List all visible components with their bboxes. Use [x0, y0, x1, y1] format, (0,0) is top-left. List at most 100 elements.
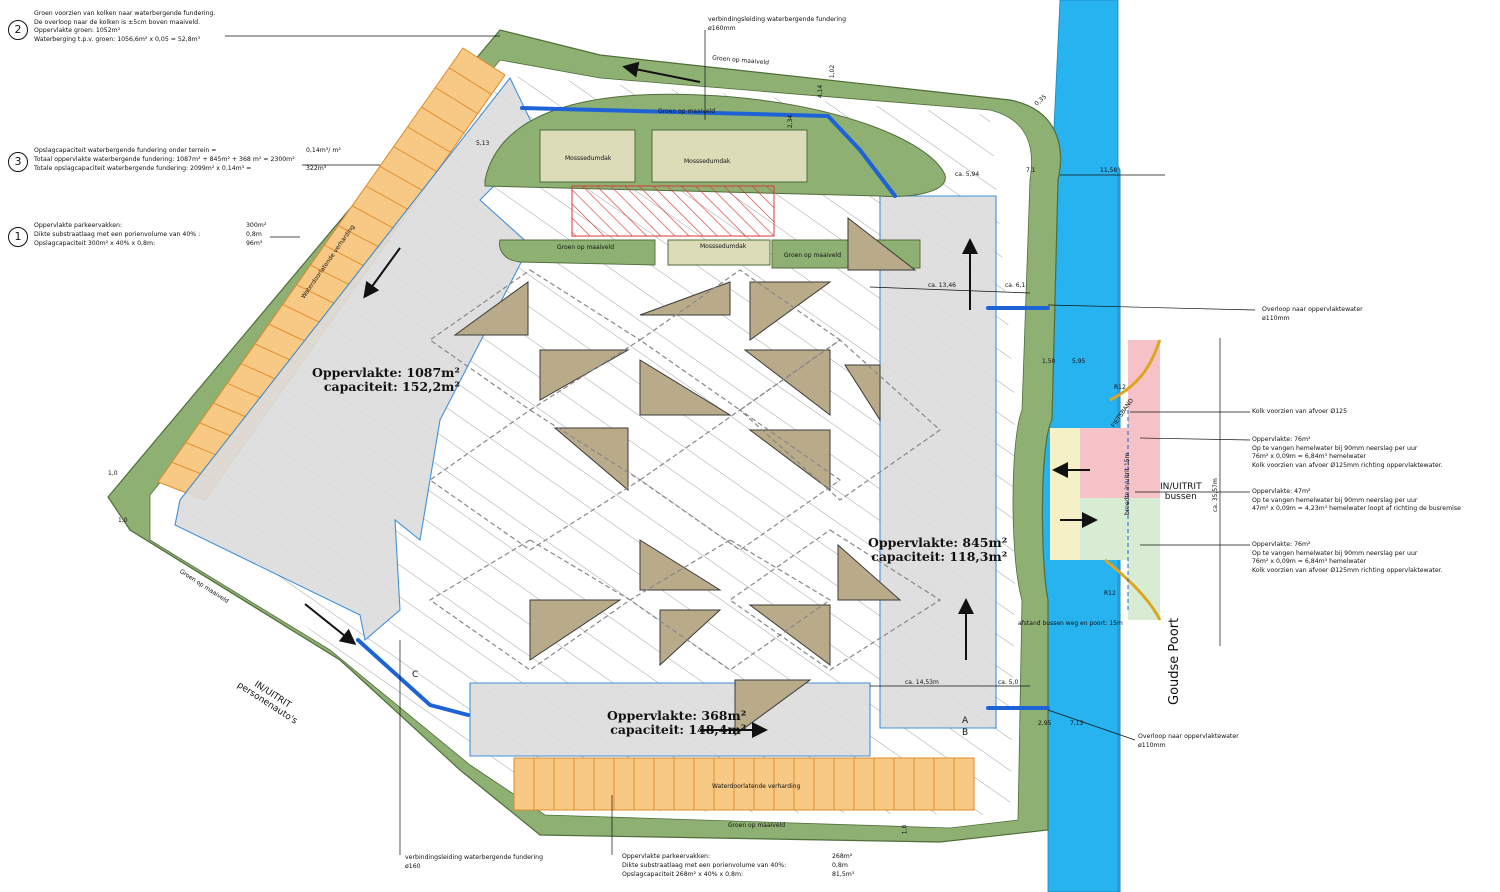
- note-3-value: 0,14m³/ m²: [306, 147, 341, 154]
- drainage-pipes: [356, 106, 1050, 717]
- moss-label-a: Mosssedumdak: [565, 155, 612, 162]
- section-marker: C: [412, 670, 419, 680]
- note-bottom-parking: Oppervlakte parkeervakken: 268m² Dikte s…: [622, 853, 882, 881]
- note-overflow-bottom: Overloop naar oppervlaktewater ø110mm: [1138, 733, 1239, 750]
- note-line: ø160mm: [708, 24, 736, 32]
- note-value: 0,8m: [832, 862, 848, 869]
- dim-label: R12: [1104, 590, 1116, 597]
- dim-label: 1,0: [901, 824, 909, 835]
- dim-label: 7,13: [1070, 720, 1084, 727]
- zone-1087-label: Oppervlakte: 1087m² capaciteit: 152,2m²: [312, 366, 460, 394]
- note-value: 81,5m³: [832, 871, 855, 878]
- note-line: 47m² x 0,09m = 4,23m³ hemelwater loopt a…: [1252, 505, 1461, 513]
- note-2-marker: 2: [8, 20, 28, 40]
- tree-planter: [748, 429, 831, 491]
- moss-roof-b: [651, 129, 808, 183]
- note-line: Kolk voorzien van afvoer Ø125: [1252, 408, 1347, 415]
- parking-stall-divider: [393, 146, 438, 172]
- note-overflow-top: Overloop naar oppervlaktewater ø110mm: [1262, 306, 1363, 323]
- zone-845-surface: [879, 195, 997, 729]
- bottom-parking-strip: [513, 757, 975, 811]
- note-line: Overloop naar oppervlaktewater: [1262, 306, 1363, 313]
- note-3-line: Totaal oppervlakte waterbergende funderi…: [34, 156, 295, 163]
- note-3: Opslagcapaciteit waterbergende fundering…: [34, 147, 354, 175]
- note-1-marker: 1: [8, 227, 28, 247]
- note-1: Oppervlakte parkeervakken: 300m² Dikte s…: [34, 222, 274, 250]
- note-line: 76m² x 0,09m = 6,84m³ hemelwater: [1252, 558, 1367, 566]
- note-line: Oppervlakte parkeervakken:: [622, 853, 711, 860]
- note-line: Opslagcapaciteit 268m² x 40% x 0,8m:: [622, 871, 744, 878]
- note-2-line: Oppervlakte groen: 1052m²: [34, 27, 121, 35]
- note-1-value: 96m³: [246, 240, 263, 247]
- note-1-value: 0,8m: [246, 231, 262, 238]
- parking-stall-divider: [338, 225, 383, 250]
- zone-line: capaciteit: 148,4m²: [610, 722, 747, 737]
- zone-line: capaciteit: 152,2m²: [323, 379, 460, 394]
- green-label-mid: Groen op maaiveld: [557, 244, 615, 251]
- moss-label-c: Mosssedumdak: [700, 243, 747, 250]
- dim-label: ca. 14,53m: [905, 679, 939, 686]
- green-label-bottom: Groen op maaiveld: [728, 822, 786, 829]
- afstand-label: afstand bussen weg en poort: 15m: [1018, 620, 1123, 627]
- note-1-line: Dikte substraatlaag met een porienvolume…: [34, 231, 201, 238]
- note-2-line: De overloop naar de kolken is ±5cm boven…: [34, 18, 201, 26]
- tree-planter: [659, 609, 722, 667]
- planting-grid-guide: [428, 409, 642, 551]
- planting-grid-guide: [728, 529, 942, 671]
- note-area-76-a: Oppervlakte: 76m² Op te vangen hemelwate…: [1252, 436, 1443, 470]
- bus-entrance: [1050, 339, 1162, 621]
- zone-845-label: Oppervlakte: 845m² capaciteit: 118,3m²: [868, 536, 1007, 564]
- note-2-line: Waterberging t.p.v. groen: 1056,6m² x 0,…: [34, 35, 201, 43]
- note-line: Kolk voorzien van afvoer Ø125mm richting…: [1252, 566, 1443, 574]
- zone-line: Oppervlakte: 368m²: [607, 708, 747, 723]
- note-value: 268m²: [832, 853, 853, 860]
- planting-grid-guide: [638, 409, 842, 551]
- dim-label: 1,0: [108, 470, 118, 477]
- parking-stall-divider: [379, 165, 424, 192]
- tree-planter: [847, 216, 917, 271]
- parking-stall-divider: [448, 67, 492, 95]
- parking-stall-divider: [365, 185, 410, 211]
- moss-label-b: Mosssedumdak: [684, 158, 731, 165]
- note-2: Groen voorzien van kolken naar waterberg…: [34, 10, 215, 44]
- dim-label: 2,34: [787, 114, 795, 129]
- note-3-line: Totale opslagcapaciteit waterbergende fu…: [34, 165, 252, 172]
- zone-368-label: Oppervlakte: 368m² capaciteit: 148,4m²: [607, 709, 746, 737]
- tree-planter: [837, 543, 902, 601]
- section-marker: A: [962, 716, 969, 726]
- moss-roof-c: [667, 239, 771, 266]
- tree-planter: [734, 679, 812, 736]
- note-line: ø110mm: [1262, 314, 1290, 322]
- note-1-value: 300m²: [246, 222, 267, 229]
- wd-label-bottom: Waterdoorlatende verharding: [712, 783, 801, 790]
- dim-label: 1,0: [118, 517, 128, 524]
- parking-stall-divider: [310, 264, 356, 288]
- note-line: verbindingsleiding waterbergende funderi…: [708, 16, 847, 23]
- dim-label: R12: [1114, 384, 1126, 391]
- note-line: Oppervlakte: 76m²: [1252, 541, 1311, 548]
- note-line: Overloop naar oppervlaktewater: [1138, 733, 1239, 740]
- tree-planter: [743, 349, 831, 417]
- note-1-line: Opslagcapaciteit 300m² x 40% x 0,8m:: [34, 240, 156, 247]
- dim-label: 7,1: [1026, 167, 1036, 174]
- note-2-line: Groen voorzien van kolken naar waterberg…: [34, 10, 216, 17]
- note-top-pipe: verbindingsleiding waterbergende funderi…: [708, 16, 846, 33]
- green-strip-left: [499, 239, 656, 266]
- dim-label: 1,02: [829, 64, 837, 79]
- label-line: bussen: [1164, 492, 1197, 502]
- dim-label: ca. 5,0: [998, 679, 1019, 686]
- note-line: verbindingsleiding waterbergende funderi…: [405, 854, 544, 861]
- note-line: ø110mm: [1138, 741, 1166, 749]
- section-marker: B: [962, 728, 969, 738]
- tree-planter: [844, 364, 881, 422]
- tree-planters: [428, 216, 942, 736]
- note-1-line: Oppervlakte parkeervakken:: [34, 222, 123, 229]
- note-line: 76m² x 0,09m = 6,84m³ hemelwater: [1252, 453, 1367, 461]
- note-area-76-b: Oppervlakte: 76m² Op te vangen hemelwate…: [1252, 541, 1443, 575]
- dim-label: ca. 5,94: [955, 171, 980, 178]
- breedte-label: breedte in/uitrit 15m: [1124, 452, 1131, 515]
- goudse-poort-label: Goudse Poort: [1167, 617, 1182, 705]
- bus-entrance-label: IN/UITRIT bussen: [1160, 482, 1202, 502]
- dim-label: ca. 6,1: [1005, 282, 1026, 289]
